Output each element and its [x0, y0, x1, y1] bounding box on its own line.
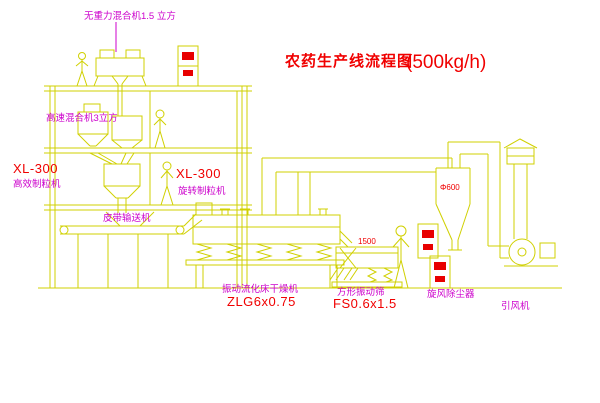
drawing-title: 农药生产线流程图: [284, 52, 413, 70]
induced-draft-fan: [488, 138, 558, 267]
label-sieve-length: 1500: [358, 237, 376, 246]
label-granulator-center-model: XL-300: [176, 166, 221, 181]
label-belt-conveyor: 皮带输送机: [103, 212, 151, 224]
worker-figure-floor2: [153, 109, 167, 149]
label-fan-name: 引风机: [501, 300, 530, 312]
label-granulator-left-name: 高效制粒机: [13, 178, 61, 190]
label-gravity-mixer: 无重力混合机1.5 立方: [84, 10, 176, 22]
drawing-title-capacity: (500kg/h): [406, 52, 486, 73]
cyclone-separator: [435, 141, 501, 258]
control-panel-mid: [417, 223, 439, 259]
worker-figure-floor3: [160, 161, 174, 206]
label-granulator-left-model: XL-300: [13, 161, 58, 176]
label-granulator-center-name: 旋转制粒机: [178, 185, 226, 197]
drawing-labels: 无重力混合机1.5 立方 高速混合机3立方 XL-300 高效制粒机 XL-30…: [13, 10, 530, 312]
fluid-bed-dryer: [185, 202, 353, 288]
granulator: [103, 163, 141, 213]
discharge-hopper: [105, 211, 155, 227]
granulator-feeder: [111, 115, 143, 149]
label-cyclone-name: 旋风除尘器: [427, 288, 475, 300]
gravity-mixer: [93, 49, 147, 116]
worker-figure-roof: [75, 52, 89, 87]
label-dryer-model: ZLG6x0.75: [227, 294, 296, 309]
control-panel-ground: [429, 255, 451, 289]
belt-conveyor: [59, 213, 203, 288]
transfer-chute: [89, 152, 135, 165]
high-speed-mixer: [77, 103, 109, 147]
label-high-speed-mixer: 高速混合机3立方: [46, 112, 118, 124]
label-sieve-name: 方形振动筛: [337, 286, 385, 298]
worker-figure-ground: [392, 225, 410, 289]
building-structure: [44, 85, 252, 288]
label-dryer-name: 振动流化床干燥机: [222, 283, 299, 295]
label-cyclone-diameter: Φ600: [440, 183, 460, 192]
exhaust-duct: [261, 157, 453, 215]
label-sieve-model: FS0.6x1.5: [333, 296, 397, 311]
control-panel-top: [177, 45, 199, 87]
vibrating-sieve: [329, 246, 403, 288]
